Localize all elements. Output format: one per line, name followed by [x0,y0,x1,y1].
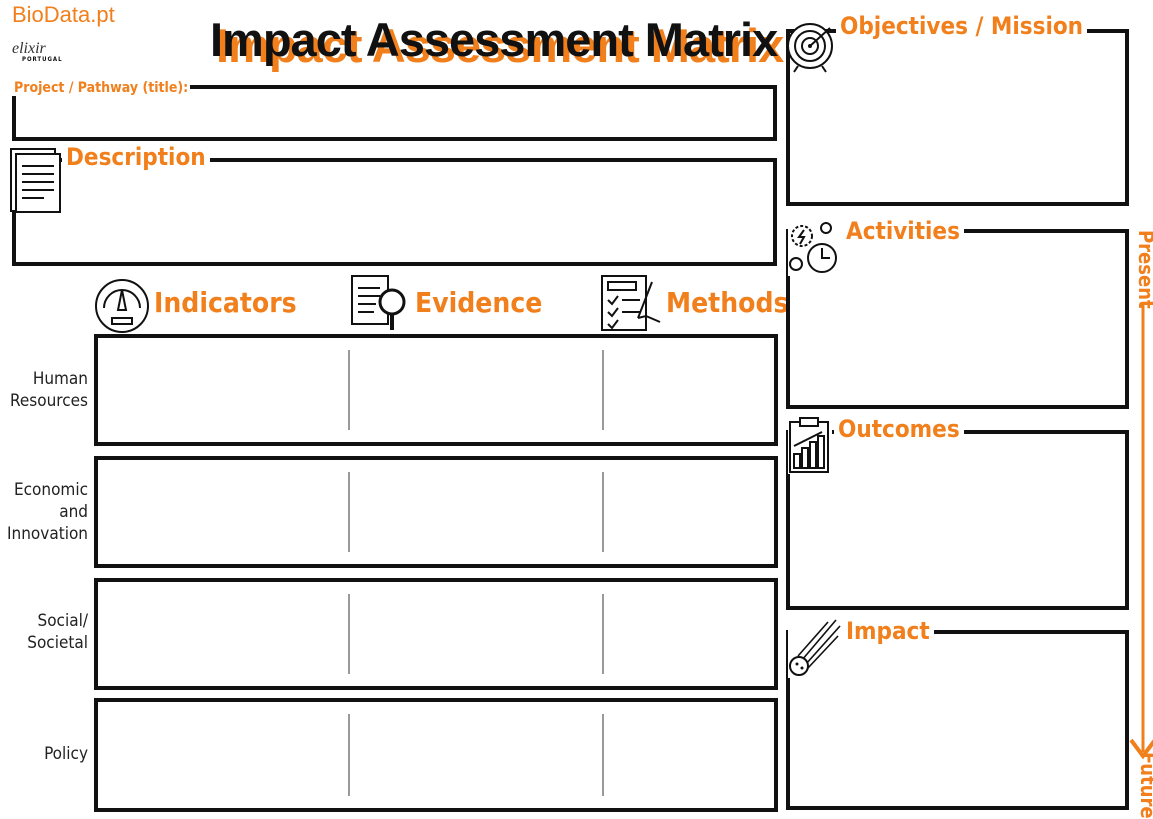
description-box[interactable] [12,158,777,266]
comet-icon [788,616,842,678]
checklist-icon [601,275,661,331]
elixir-logo-text: elixir [12,40,46,57]
objectives-label: Objectives / Mission [836,12,1088,40]
matrix-row-box[interactable] [94,578,778,690]
column-divider [602,714,604,796]
target-icon [787,23,833,73]
row-label-line: Innovation [7,524,88,544]
biodata-logo: BioData.pt [12,2,115,28]
row-label-line: Economic [13,480,88,500]
column-divider [348,594,350,674]
column-header-evidence: Evidence [415,286,543,319]
column-divider [348,350,350,430]
column-divider [602,472,604,552]
elixir-logo: elixir PORTUGAL [12,38,63,63]
row-label: Social/Societal [0,610,88,654]
gears-clock-icon [788,220,844,276]
timeline-future-label: Future [1136,752,1153,819]
row-label-line: Human [32,369,88,389]
row-label-line: Resources [10,391,88,411]
column-divider [348,472,350,552]
document-icon [10,148,61,213]
row-label-line: Policy [44,744,88,764]
column-divider [602,594,604,674]
biodata-logo-text: BioData.pt [12,2,115,27]
timeline-arrow [1129,300,1153,760]
speedometer-icon [95,279,149,333]
column-divider [602,350,604,430]
row-label: Policy [0,743,88,765]
description-label: Description [62,143,210,171]
page-title: Impact Assessment Matrix [210,13,778,66]
matrix-row-box[interactable] [94,334,778,446]
activities-label: Activities [842,217,964,245]
project-title-label: Project / Pathway (title): [12,80,191,96]
row-label-line: Societal [27,633,88,653]
outcomes-box[interactable] [786,430,1129,610]
chart-clipboard-icon [788,416,832,474]
evidence-magnifier-icon [351,275,406,330]
column-divider [348,714,350,796]
timeline-present-label: Present [1134,230,1153,309]
column-header-methods: Methods [666,286,789,319]
column-header-indicators: Indicators [154,286,297,319]
row-label-line: and [59,502,88,522]
page-title-shadow: Impact Assessment Matrix [216,19,784,72]
matrix-row-box[interactable] [94,698,778,812]
elixir-portugal-text: PORTUGAL [22,56,63,63]
objectives-box[interactable] [786,29,1129,206]
matrix-row-box[interactable] [94,456,778,568]
outcomes-label: Outcomes [834,415,964,443]
row-label-line: Social/ [37,611,88,631]
impact-label: Impact [842,617,934,645]
